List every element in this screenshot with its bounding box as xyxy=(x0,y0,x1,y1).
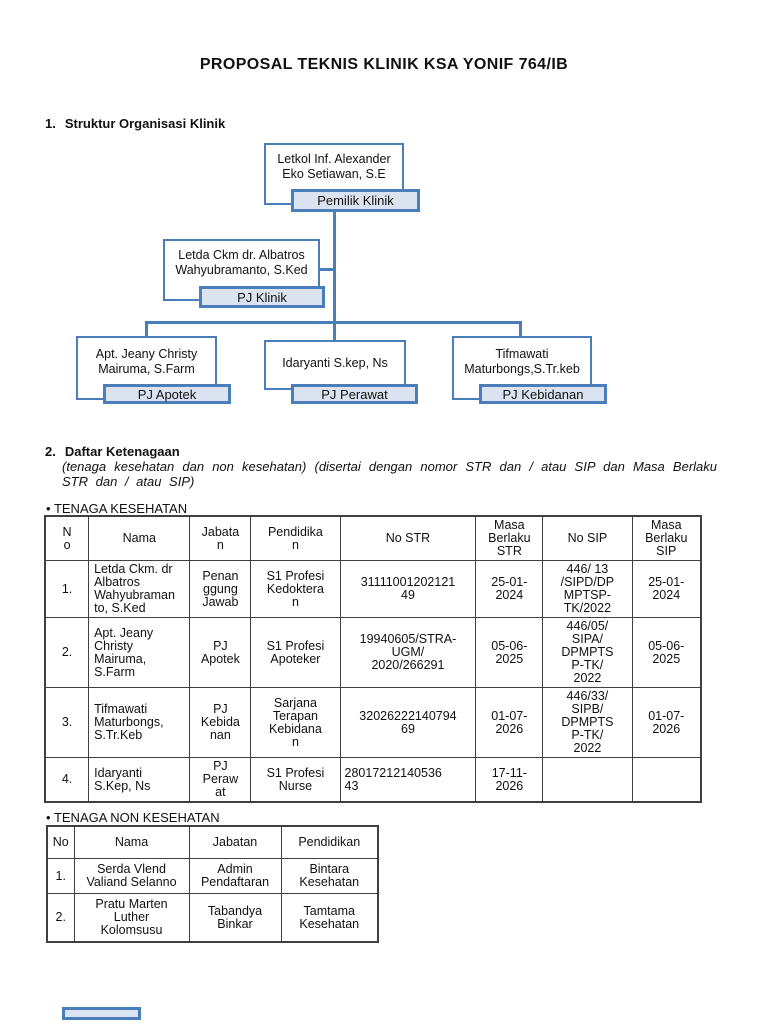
table-cell xyxy=(631,757,702,803)
table-cell: Idaryanti S.Kep, Ns xyxy=(88,757,191,803)
table-cell: 31111001202121 49 xyxy=(339,560,477,618)
table-row: 3. Tifmawati Maturbongs, S.Tr.Keb PJ Keb… xyxy=(44,687,702,758)
org-connector-line xyxy=(145,321,522,324)
page-title: PROPOSAL TEKNIS KLINIK KSA YONIF 764/IB xyxy=(199,56,569,73)
table-cell: Admin Pendaftaran xyxy=(188,858,282,894)
section1-title: Struktur Organisasi Klinik xyxy=(64,116,226,131)
section2-note: (tenaga kesehatan dan non kesehatan) (di… xyxy=(62,459,717,489)
column-header: Jabatan xyxy=(188,825,282,859)
table-cell: Bintara Kesehatan xyxy=(280,858,379,894)
section1-heading: 1. Struktur Organisasi Klinik xyxy=(45,116,225,131)
table-cell: 1. xyxy=(46,858,75,894)
section1-number: 1. xyxy=(45,116,56,131)
table-cell: 4. xyxy=(44,757,90,803)
org-role-pj-apotek: PJ Apotek xyxy=(103,384,231,404)
column-header: No SIP xyxy=(542,515,633,561)
org-chart: Letkol Inf. Alexander Eko Setiawan, S.E … xyxy=(0,0,768,440)
org-role-pj-perawat: PJ Perawat xyxy=(291,384,418,404)
tenaga-kesehatan-label: TENAGA KESEHATAN xyxy=(46,501,187,516)
table-row: 2. Pratu Marten Luther Kolomsusu Tabandy… xyxy=(46,893,379,943)
table-cell: Pratu Marten Luther Kolomsusu xyxy=(73,893,190,943)
table-cell: 446/05/ SIPA/ DPMPTS P-TK/ 2022 xyxy=(542,617,633,688)
org-connector-line xyxy=(145,321,148,338)
table-cell: Tifmawati Maturbongs, S.Tr.Keb xyxy=(88,687,191,758)
column-header: Masa Berlaku SIP xyxy=(631,515,702,561)
org-connector-line xyxy=(317,268,335,271)
column-header: Nama xyxy=(88,515,191,561)
table-cell: 05-06- 2025 xyxy=(631,617,702,688)
table-cell: 1. xyxy=(44,560,90,618)
table-cell: 05-06- 2025 xyxy=(475,617,544,688)
table-cell: Sarjana Terapan Kebidana n xyxy=(250,687,341,758)
column-header: No xyxy=(46,825,75,859)
section2-title: Daftar Ketenagaan xyxy=(64,444,180,459)
section2-heading: 2. Daftar Ketenagaan xyxy=(45,444,180,459)
table-cell: 17-11- 2026 xyxy=(475,757,544,803)
column-header: Pendidika n xyxy=(250,515,341,561)
table-cell: 28017212140536 43 xyxy=(339,757,477,803)
org-connector-line xyxy=(519,321,522,338)
table-cell: 446/33/ SIPB/ DPMPTS P-TK/ 2022 xyxy=(542,687,633,758)
table-row: 4. Idaryanti S.Kep, Ns PJ Peraw at S1 Pr… xyxy=(44,757,702,803)
table-cell: 19940605/STRA- UGM/ 2020/266291 xyxy=(339,617,477,688)
table-cell: Tabandya Binkar xyxy=(188,893,282,943)
tenaga-non-kesehatan-table: No Nama Jabatan Pendidikan 1. Serda Vlen… xyxy=(46,825,379,943)
table-cell: 01-07- 2026 xyxy=(631,687,702,758)
table-cell: PJ Kebida nan xyxy=(189,687,252,758)
table-cell: Penan ggung Jawab xyxy=(189,560,252,618)
table-row: 1. Serda Vlend Valiand Selanno Admin Pen… xyxy=(46,858,379,894)
table-cell: S1 Profesi Apoteker xyxy=(250,617,341,688)
table-cell: S1 Profesi Nurse xyxy=(250,757,341,803)
column-header: N o xyxy=(44,515,90,561)
column-header: No STR xyxy=(339,515,477,561)
table-cell: 25-01- 2024 xyxy=(475,560,544,618)
org-node-pemilik-klinik: Letkol Inf. Alexander Eko Setiawan, S.E xyxy=(264,143,404,205)
table-cell: 32026222140794 69 xyxy=(339,687,477,758)
table-cell: 2. xyxy=(44,617,90,688)
table-header-row: N o Nama Jabata n Pendidika n No STR Mas… xyxy=(44,515,702,561)
table-cell: S1 Profesi Kedoktera n xyxy=(250,560,341,618)
table-row: 2. Apt. Jeany Christy Mairuma, S.Farm PJ… xyxy=(44,617,702,688)
page2-box-fragment xyxy=(62,1007,141,1020)
table-cell: 446/ 13 /SIPD/DP MPTSP- TK/2022 xyxy=(542,560,633,618)
table-cell: 25-01- 2024 xyxy=(631,560,702,618)
table-row: 1. Letda Ckm. dr Albatros Wahyubraman to… xyxy=(44,560,702,618)
table-cell: Serda Vlend Valiand Selanno xyxy=(73,858,190,894)
column-header: Pendidikan xyxy=(280,825,379,859)
column-header: Masa Berlaku STR xyxy=(475,515,544,561)
table-cell: 01-07- 2026 xyxy=(475,687,544,758)
column-header: Jabata n xyxy=(189,515,252,561)
org-role-pj-klinik: PJ Klinik xyxy=(199,286,325,308)
org-node-pj-perawat: Idaryanti S.kep, Ns xyxy=(264,340,406,390)
table-cell: Letda Ckm. dr Albatros Wahyubraman to, S… xyxy=(88,560,191,618)
org-connector-line xyxy=(333,211,336,340)
table-header-row: No Nama Jabatan Pendidikan xyxy=(46,825,379,859)
org-role-pemilik-klinik: Pemilik Klinik xyxy=(291,189,420,212)
table-cell: 3. xyxy=(44,687,90,758)
table-cell: Tamtama Kesehatan xyxy=(280,893,379,943)
table-cell xyxy=(542,757,633,803)
tenaga-non-kesehatan-label: TENAGA NON KESEHATAN xyxy=(46,810,220,825)
tenaga-kesehatan-table: N o Nama Jabata n Pendidika n No STR Mas… xyxy=(44,515,702,803)
table-cell: PJ Apotek xyxy=(189,617,252,688)
org-role-pj-kebidanan: PJ Kebidanan xyxy=(479,384,607,404)
table-cell: Apt. Jeany Christy Mairuma, S.Farm xyxy=(88,617,191,688)
column-header: Nama xyxy=(73,825,190,859)
table-cell: 2. xyxy=(46,893,75,943)
table-cell: PJ Peraw at xyxy=(189,757,252,803)
section2-number: 2. xyxy=(45,444,56,459)
